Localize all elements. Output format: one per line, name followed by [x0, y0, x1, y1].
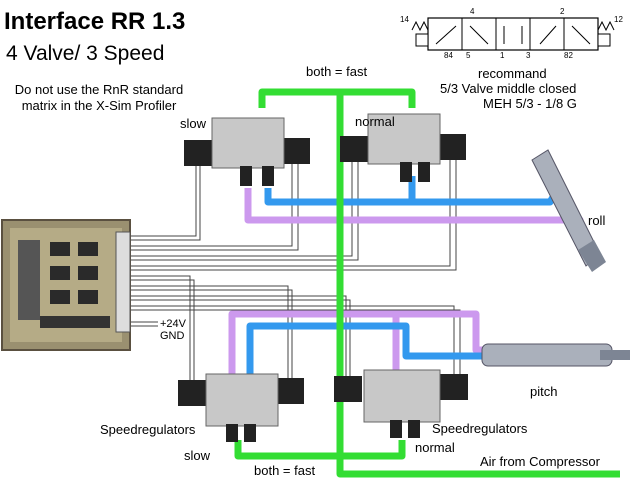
cylinder-roll: [531, 149, 606, 272]
recommend-line-2: 5/3 Valve middle closed: [440, 81, 577, 96]
signal-wire: [130, 289, 293, 378]
label-speedregulators-left: Speedregulators: [100, 422, 196, 437]
signal-wire: [130, 275, 191, 380]
label-both-fast-bottom: both = fast: [254, 463, 316, 478]
label-gnd: GND: [160, 330, 185, 342]
valve-bottom-normal: [334, 369, 468, 438]
signal-wire: [130, 162, 359, 261]
label-slow-top: slow: [180, 116, 207, 131]
label-speedregulators-right: Speedregulators: [432, 421, 528, 436]
signal-wire: [130, 160, 451, 267]
green-air-supply: [234, 88, 620, 478]
signal-wire: [130, 162, 353, 257]
label-pitch: pitch: [530, 384, 558, 399]
interface-board: [1, 219, 131, 351]
port-number: 14: [400, 15, 409, 24]
valve-top-slow: [184, 117, 310, 186]
signal-wire: [130, 295, 347, 376]
label-air-from-compressor: Air from Compressor: [480, 454, 600, 469]
port-number: 82: [564, 51, 573, 60]
profiler-note: Do not use the RnR standard matrix in th…: [14, 82, 184, 113]
signal-wire: [130, 160, 457, 271]
signal-wiring: [130, 160, 461, 380]
label-24v: +24V: [160, 318, 186, 330]
signal-wire: [130, 166, 197, 237]
port-number: 1: [500, 51, 505, 60]
valve-top-normal: [340, 113, 466, 182]
valve-symbol-schematic: [411, 17, 615, 51]
label-normal-bottom: normal: [415, 440, 455, 455]
port-number: 3: [526, 51, 531, 60]
page-title: Interface RR 1.3: [4, 8, 186, 35]
label-normal-top: normal: [355, 114, 395, 129]
label-roll: roll: [588, 213, 606, 228]
signal-wire: [130, 164, 293, 247]
port-number: 5: [466, 51, 471, 60]
cylinder-pitch: [481, 343, 630, 367]
signal-wire: [130, 279, 195, 380]
port-number: 12: [614, 15, 623, 24]
signal-wire: [130, 299, 351, 376]
signal-wire: [130, 164, 299, 251]
page-subtitle: 4 Valve/ 3 Speed: [6, 42, 165, 65]
signal-wire: [130, 166, 201, 241]
valve-symbol-port-numbers: 14 12 84 5 1 3 82 4 2: [400, 7, 623, 60]
port-number: 4: [470, 7, 475, 16]
label-both-fast-top: both = fast: [306, 64, 368, 79]
port-number: 84: [444, 51, 453, 60]
valve-bottom-slow: [178, 373, 304, 442]
signal-wire: [130, 285, 289, 378]
recommend-line-1: recommand: [478, 66, 547, 81]
signal-wire: [130, 305, 455, 374]
port-number: 2: [560, 7, 565, 16]
label-slow-bottom: slow: [184, 448, 211, 463]
recommend-line-3: MEH 5/3 - 1/8 G: [483, 96, 577, 111]
